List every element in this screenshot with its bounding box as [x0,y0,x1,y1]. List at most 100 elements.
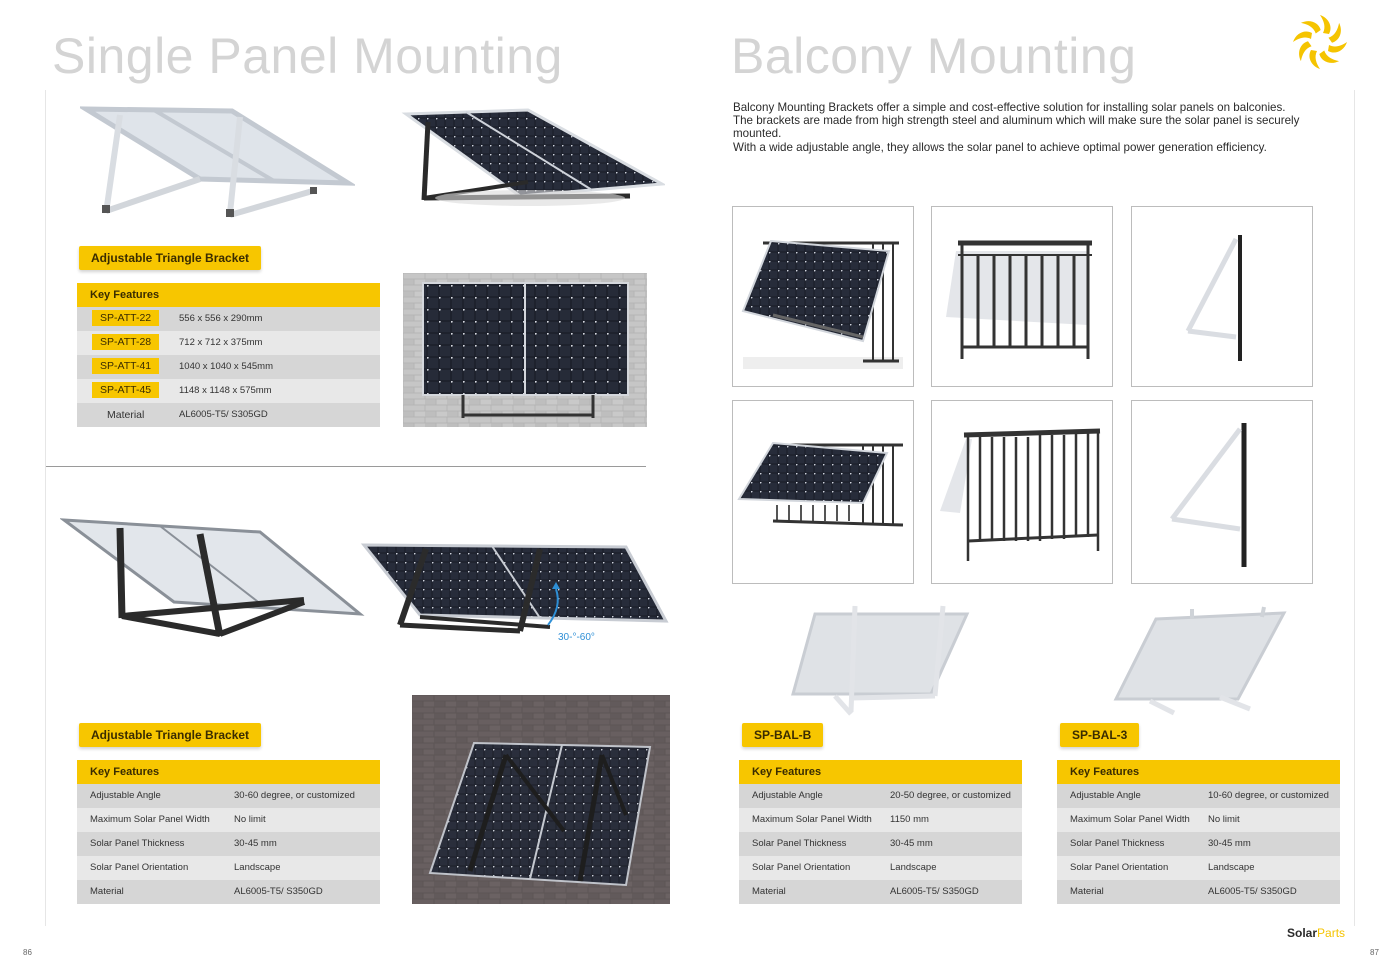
brand-wordmark: SolarParts [1287,926,1345,940]
feature-key: Solar Panel Thickness [1070,838,1165,849]
model-code: SP-ATT-28 [92,334,160,350]
feature-value: No limit [234,814,266,825]
model-code: SP-ATT-22 [92,310,160,326]
balcony-description: Balcony Mounting Brackets offer a simple… [733,101,1333,154]
sp-bal-b-spec-header: Key Features [739,760,1022,784]
left-page-number: 86 [23,948,32,957]
feature-key: Solar Panel Thickness [752,838,847,849]
balcony-bracket-photo-1 [1131,206,1313,387]
bottom-spec-header: Key Features [77,760,380,784]
feature-key: Maximum Solar Panel Width [90,814,210,825]
feature-key: Material [1070,886,1104,897]
top-spec-header: Key Features [77,283,380,307]
triangle-bracket-black-image [400,100,665,225]
description-line: The brackets are made from high strength… [733,114,1300,141]
dimension-value: 712 x 712 x 375mm [179,337,263,348]
feature-value: 20-50 degree, or customized [890,790,1011,801]
brand-part-2: Parts [1317,926,1346,940]
feature-key: Solar Panel Orientation [1070,862,1169,873]
table-row: Maximum Solar Panel Width No limit [77,808,380,832]
feature-key: Maximum Solar Panel Width [752,814,872,825]
feature-value: No limit [1208,814,1240,825]
sp-bal-3-spec-table: Key Features Adjustable Angle 10-60 degre… [1057,760,1340,904]
feature-value: AL6005-T5/ S350GD [890,886,979,897]
table-row: Maximum Solar Panel Width No limit [1057,808,1340,832]
sp-bal-3-badge: SP-BAL-3 [1060,723,1140,747]
table-row: Adjustable Angle 10-60 degree, or customi… [1057,784,1340,808]
top-spec-table: Key Features SP-ATT-22 556 x 556 x 290mm… [77,283,380,427]
balcony-photo-3 [732,400,914,584]
feature-key: Adjustable Angle [1070,790,1141,801]
bottom-product-badge: Adjustable Triangle Bracket [79,723,262,747]
table-row: Material AL6005-T5/ S305GD [77,403,380,427]
top-product-badge: Adjustable Triangle Bracket [79,246,262,270]
dimension-value: 1040 x 1040 x 545mm [179,361,274,372]
feature-value: 30-45 mm [1208,838,1251,849]
feature-key: Adjustable Angle [752,790,823,801]
table-row: Adjustable Angle 20-50 degree, or customi… [739,784,1022,808]
sp-bal-b-spec-table: Key Features Adjustable Angle 20-50 degre… [739,760,1022,904]
left-page-title: Single Panel Mounting [52,28,563,84]
feature-value: Landscape [234,862,281,873]
table-row: Solar Panel Thickness 30-45 mm [77,832,380,856]
feature-value: AL6005-T5/ S350GD [1208,886,1297,897]
material-value: AL6005-T5/ S305GD [179,409,268,420]
description-line: Balcony Mounting Brackets offer a simple… [733,101,1286,114]
sp-bal-3-image [1110,605,1290,717]
right-page-frame [1354,90,1355,926]
feature-key: Adjustable Angle [90,790,161,801]
wall-mounted-panel-photo [403,273,647,427]
balcony-photo-4 [931,400,1113,584]
left-page-frame [45,90,46,926]
table-row: Adjustable Angle 30-60 degree, or customi… [77,784,380,808]
brick-wall-panel-photo [412,695,670,904]
right-page-title: Balcony Mounting [731,28,1137,84]
balcony-photo-2 [931,206,1113,387]
feature-value: Landscape [890,862,937,873]
dimension-value: 1148 x 1148 x 575mm [179,385,272,396]
table-row: Material AL6005-T5/ S350GD [77,880,380,904]
table-row: Maximum Solar Panel Width 1150 mm [739,808,1022,832]
feature-key: Maximum Solar Panel Width [1070,814,1190,825]
feature-key: Solar Panel Orientation [90,862,189,873]
balcony-photo-1 [732,206,914,387]
sp-bal-b-badge: SP-BAL-B [742,723,824,747]
feature-value: 30-60 degree, or customized [234,790,355,801]
right-page-number: 87 [1370,948,1379,957]
brand-part-1: Solar [1287,926,1318,940]
feature-key: Solar Panel Thickness [90,838,185,849]
feature-value: Landscape [1208,862,1255,873]
model-code: SP-ATT-41 [92,358,160,374]
feature-key: Solar Panel Orientation [752,862,851,873]
table-row: SP-ATT-22 556 x 556 x 290mm [77,307,380,331]
dimension-value: 556 x 556 x 290mm [179,313,263,324]
feature-value: 10-60 degree, or customized [1208,790,1329,801]
angle-annotation: 30-°-60° [558,632,595,643]
balcony-bracket-photo-2 [1131,400,1313,584]
sunflower-logo-icon [1290,12,1350,72]
table-row: SP-ATT-45 1148 x 1148 x 575mm [77,379,380,403]
triangle-bracket-angle-image [360,535,670,650]
table-row: Solar Panel Orientation Landscape [1057,856,1340,880]
feature-key: Material [90,886,124,897]
section-divider [46,466,646,467]
bottom-spec-table: Key Features Adjustable Angle 30-60 degre… [77,760,380,904]
table-row: SP-ATT-41 1040 x 1040 x 545mm [77,355,380,379]
sp-bal-3-spec-header: Key Features [1057,760,1340,784]
feature-key: Material [752,886,786,897]
triangle-bracket-silver-image [80,95,355,225]
table-row: Material AL6005-T5/ S350GD [1057,880,1340,904]
feature-value: AL6005-T5/ S350GD [234,886,323,897]
material-label: Material [107,408,145,421]
sp-bal-b-image [785,600,975,718]
triangle-bracket-double-image [60,510,365,640]
feature-value: 30-45 mm [234,838,277,849]
table-row: Material AL6005-T5/ S350GD [739,880,1022,904]
table-row: Solar Panel Orientation Landscape [739,856,1022,880]
model-code: SP-ATT-45 [92,382,160,398]
feature-value: 1150 mm [890,814,929,825]
table-row: SP-ATT-28 712 x 712 x 375mm [77,331,380,355]
table-row: Solar Panel Orientation Landscape [77,856,380,880]
description-line: With a wide adjustable angle, they allow… [733,140,1267,154]
